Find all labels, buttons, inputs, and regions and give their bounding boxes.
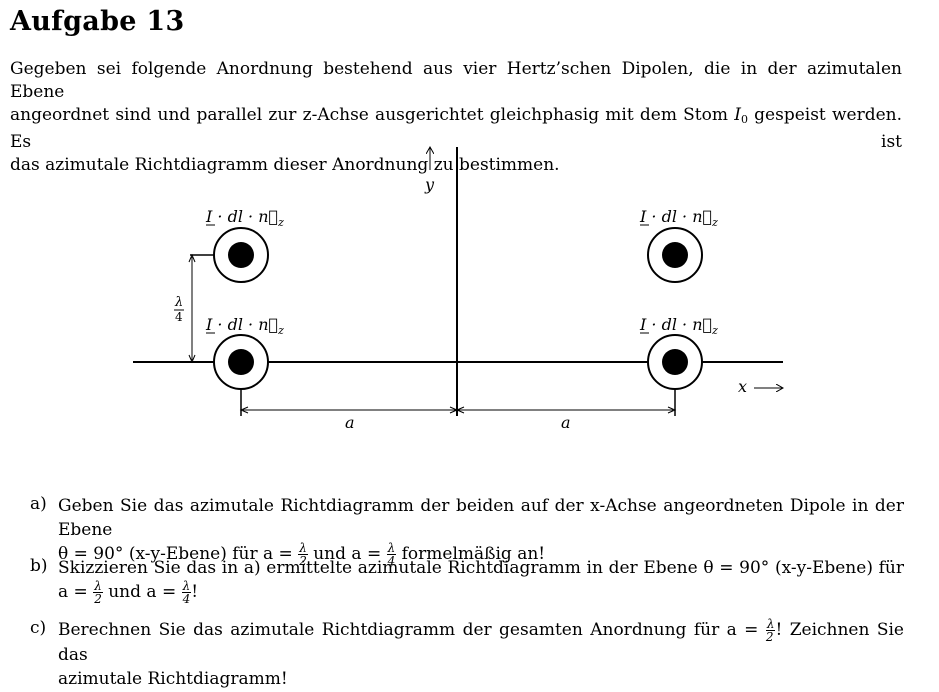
intro-text: Gegeben sei folgende Anordnung bestehend… [10,58,902,177]
spacing-dimension: λ 4 [174,253,214,364]
question-text-line: Skizzieren Sie das in a) ermittelte azim… [58,558,904,578]
question-c: c) Berechnen Sie das azimutale Richtdiag… [30,618,904,691]
intro-line-1: Gegeben sei folgende Anordnung bestehend… [10,59,902,102]
svg-text:I · dl · n⃗z: I · dl · n⃗z [205,315,284,337]
question-text-line: Berechnen Sie das azimutale Richtdiagram… [58,617,904,665]
dipole-label-bottom-right: I · dl · n⃗z [639,315,718,337]
a-label-left: a [345,413,355,432]
dipole-top-right [647,227,703,283]
svg-text:I · dl · n⃗z: I · dl · n⃗z [639,315,718,337]
y-axis-label: y [424,175,435,194]
a-dimension: a a [239,389,677,432]
dipole-label-bottom-left: I · dl · n⃗z [205,315,284,337]
svg-text:I · dl · n⃗z: I · dl · n⃗z [639,207,718,229]
question-text-line: azimutale Richtdiagramm! [58,669,288,689]
question-label: a) [30,494,47,514]
spacing-numerator: λ [174,295,183,310]
dipole-label-top-right: I · dl · n⃗z [639,207,718,229]
task-title: Aufgabe 13 [10,6,185,37]
intro-line-2: angeordnet sind und parallel zur z-Achse… [10,105,903,152]
a-label-right: a [561,413,571,432]
dipole-top-left [213,227,269,283]
x-axis-label: x [738,377,747,396]
question-text-line: Geben Sie das azimutale Richtdiagramm de… [58,496,904,540]
dipole-bottom-right [647,334,703,390]
spacing-denominator: 4 [175,310,183,324]
dipole-label-top-left: I · dl · n⃗z [205,207,284,229]
question-b: b) Skizzieren Sie das in a) ermittelte a… [30,556,904,605]
question-label: c) [30,618,47,638]
dipole-bottom-left [213,334,269,390]
question-label: b) [30,556,48,576]
svg-text:I · dl · n⃗z: I · dl · n⃗z [205,207,284,229]
intro-line-3: das azimutale Richtdiagramm dieser Anord… [10,155,560,175]
question-a: a) Geben Sie das azimutale Richtdiagramm… [30,494,904,567]
